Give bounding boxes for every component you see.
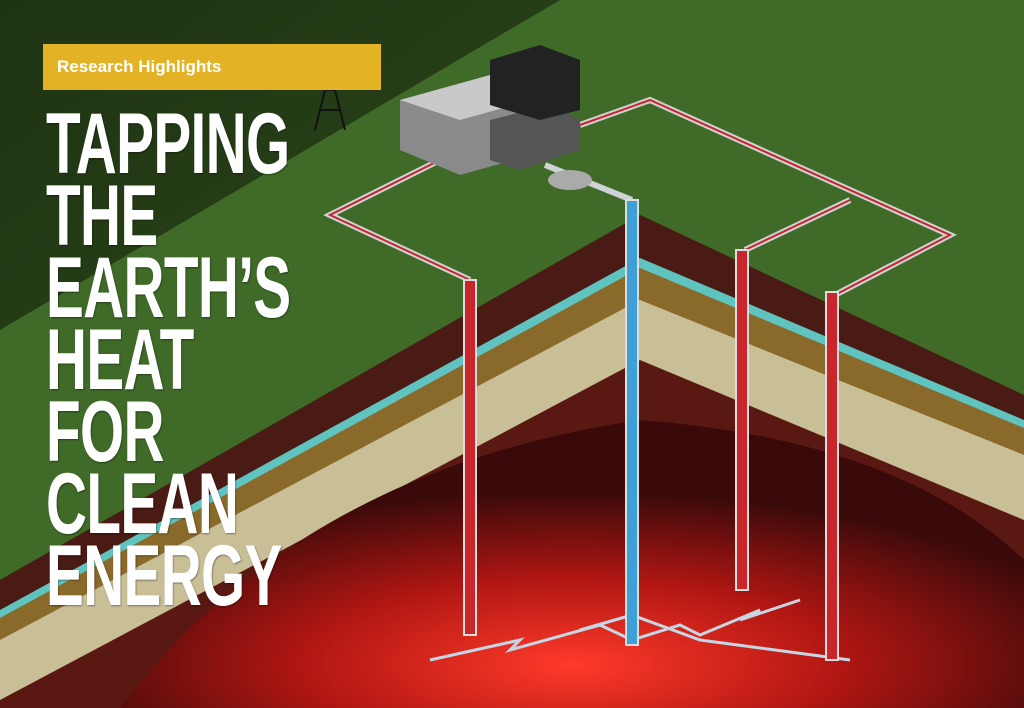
magma-zone	[120, 420, 1024, 708]
headline-line: THE	[46, 168, 158, 264]
headline: TAPPING THE EARTH’S HEAT FOR CLEAN ENERG…	[46, 96, 416, 624]
fractures	[429, 598, 851, 662]
injection-well	[625, 199, 639, 646]
wells	[463, 199, 839, 661]
headline-line: HEAT	[46, 312, 194, 408]
production-well-1	[463, 279, 477, 636]
power-plant	[400, 45, 592, 190]
production-well-3	[825, 291, 839, 661]
headline-line: TAPPING	[46, 96, 290, 192]
power-pylon-icon	[314, 69, 346, 131]
headline-line: ENERGY	[46, 528, 282, 624]
production-well-2	[735, 249, 749, 591]
banner-label: Research Highlights	[57, 57, 222, 76]
headline-line: FOR	[46, 384, 165, 480]
headline-line: CLEAN	[46, 456, 239, 552]
ground-surface	[0, 0, 1024, 580]
headline-line: EARTH’S	[46, 240, 291, 336]
section-banner: Research Highlights	[43, 44, 381, 90]
